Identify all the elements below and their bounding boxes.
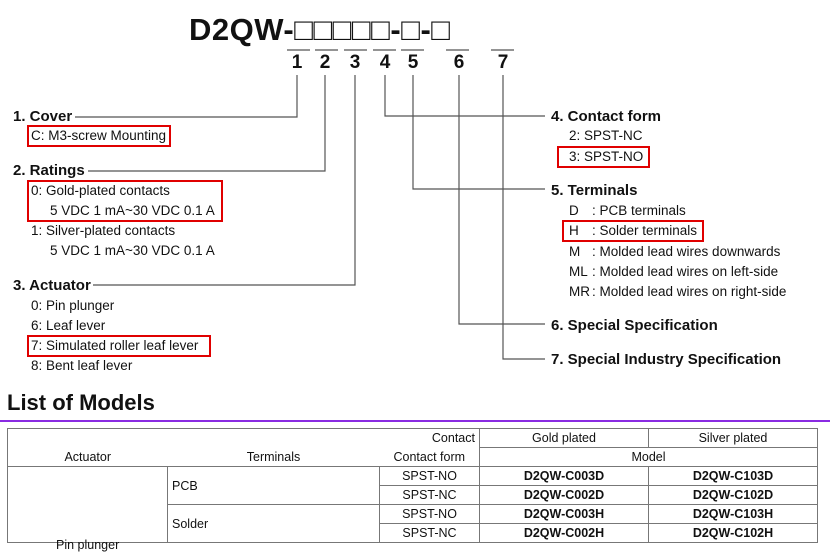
position-number-2: 2: [319, 52, 331, 73]
table-header-row-1: Contact Gold plated Silver plated: [7, 428, 818, 448]
position-number-3: 3: [349, 52, 361, 73]
code-box-7: □: [431, 12, 451, 47]
header-silver-plated: Silver plated: [648, 428, 818, 448]
cell-model-silver: D2QW-C103H: [648, 504, 818, 524]
section-ratings-title: 2. Ratings: [13, 162, 85, 179]
model-code-title: D2QW-□□□□□-□-□: [189, 12, 451, 48]
code-box-3: □: [332, 12, 352, 47]
section-terminals-title: 5. Terminals: [551, 182, 638, 199]
section-cover-title: 1. Cover: [13, 108, 73, 125]
list-of-models-title: List of Models: [7, 390, 155, 415]
actuator-option-0: 0: Pin plunger: [31, 298, 115, 313]
cell-contact-form: SPST-NC: [379, 485, 480, 505]
cell-model-gold: D2QW-C003D: [479, 466, 649, 486]
section-special-spec-title: 6. Special Specification: [551, 317, 718, 334]
code-box-1: □: [294, 12, 314, 47]
cell-model-silver: D2QW-C102D: [648, 485, 818, 505]
section-divider: [0, 420, 830, 422]
table-row: Pin plunger PCB SPST-NO D2QW-C003D D2QW-…: [7, 466, 818, 552]
header-terminals: Terminals: [167, 447, 380, 467]
cell-actuator-pin-plunger: Pin plunger: [7, 466, 168, 552]
cell-contact-form: SPST-NO: [379, 504, 480, 524]
code-box-2: □: [313, 12, 333, 47]
ratings-option-1-label: 1: Silver-plated contacts: [31, 223, 176, 238]
table-row: SPST-NC D2QW-C002D D2QW-C102D: [8, 485, 818, 505]
highlight-terminals-h: [562, 220, 704, 242]
contact-form-option-2: 2: SPST-NC: [569, 128, 643, 143]
position-number-6: 6: [453, 52, 465, 73]
header-blank-terminals: [167, 428, 380, 448]
table-header-row-2: Actuator Terminals Contact form Model: [7, 447, 818, 467]
cell-model-silver: D2QW-C103D: [648, 466, 818, 486]
code-box-6: □: [401, 12, 421, 47]
ratings-option-0-label: 0: Gold-plated contacts: [31, 183, 170, 198]
ratings-option-0-detail: 5 VDC 1 mA~30 VDC 0.1 A: [50, 203, 215, 218]
terminals-option-d-desc: : PCB terminals: [592, 203, 686, 218]
header-actuator: Actuator: [7, 447, 168, 467]
position-number-5: 5: [407, 52, 419, 73]
table-row: Solder SPST-NO D2QW-C003H D2QW-C103H: [8, 504, 818, 543]
terminals-option-ml-desc: : Molded lead wires on left-side: [592, 264, 779, 279]
code-box-4: □: [351, 12, 372, 47]
cell-terminals-solder: Solder: [167, 504, 380, 543]
terminals-option-mr-desc: : Molded lead wires on right-side: [592, 284, 787, 299]
cell-model-gold: D2QW-C003H: [479, 504, 649, 524]
terminals-option-mr-code: MR: [569, 284, 590, 299]
code-box-5: □: [371, 12, 391, 47]
actuator-option-7: 7: Simulated roller leaf lever: [31, 338, 199, 353]
actuator-pin-plunger-label: Pin plunger: [56, 538, 120, 552]
header-model: Model: [479, 447, 818, 467]
actuator-option-6: 6: Leaf lever: [31, 318, 106, 333]
highlight-contact-form-3: [557, 146, 650, 168]
highlight-actuator-7: [27, 335, 211, 357]
header-contact-form: Contact form: [379, 447, 480, 467]
highlight-cover-c: [27, 125, 171, 147]
cell-model-gold: D2QW-C002H: [479, 523, 649, 543]
section-actuator-title: 3. Actuator: [13, 277, 91, 294]
cell-contact-form: SPST-NC: [379, 523, 480, 543]
section-contact-form-title: 4. Contact form: [551, 108, 662, 125]
terminals-option-m-desc: : Molded lead wires downwards: [592, 244, 781, 259]
position-number-7: 7: [497, 52, 509, 73]
code-dash-2: -: [420, 12, 432, 47]
terminals-option-h-desc: : Solder terminals: [592, 223, 698, 238]
terminals-option-m-code: M: [569, 244, 581, 259]
cell-contact-form: SPST-NO: [379, 466, 480, 486]
section-special-industry-spec-title: 7. Special Industry Specification: [551, 351, 782, 368]
code-dash-1: -: [390, 12, 402, 47]
terminals-option-ml-code: ML: [569, 264, 588, 279]
models-table: Contact Gold plated Silver plated Actuat…: [7, 428, 818, 552]
header-contact: Contact: [379, 428, 480, 448]
table-row: SPST-NC D2QW-C002H D2QW-C102H: [8, 523, 818, 543]
header-blank-actuator: [7, 428, 168, 448]
actuator-option-8: 8: Bent leaf lever: [31, 358, 133, 373]
cell-model-silver: D2QW-C102H: [648, 523, 818, 543]
model-prefix: D2QW-: [189, 12, 295, 47]
terminals-option-h-code: H: [569, 223, 579, 238]
ratings-option-1-detail: 5 VDC 1 mA~30 VDC 0.1 A: [50, 243, 215, 258]
header-gold-plated: Gold plated: [479, 428, 649, 448]
cover-option-c: C: M3-screw Mounting: [31, 128, 167, 143]
cell-terminals-pcb: PCB: [167, 466, 380, 505]
position-number-4: 4: [379, 52, 391, 73]
highlight-ratings-0: [27, 180, 223, 222]
contact-form-option-3: 3: SPST-NO: [569, 149, 644, 164]
terminals-option-d-code: D: [569, 203, 579, 218]
cell-model-gold: D2QW-C002D: [479, 485, 649, 505]
position-number-1: 1: [291, 52, 303, 73]
